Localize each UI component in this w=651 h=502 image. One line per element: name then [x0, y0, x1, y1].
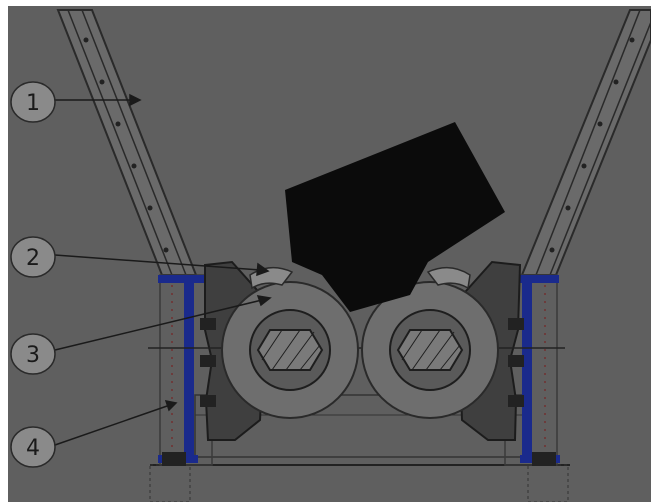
callout-2: 2: [10, 236, 56, 278]
hopper-plate-right: [520, 9, 651, 276]
callout-1-label: 1: [26, 91, 40, 116]
roller-right: [361, 266, 499, 419]
callout-4: 4: [10, 426, 56, 468]
callout-4-label: 4: [26, 436, 40, 461]
roller-left: [221, 266, 359, 419]
callout-2-label: 2: [26, 246, 40, 271]
frame-left: [0, 0, 8, 502]
frame-top: [0, 0, 651, 6]
feed-rock: [285, 122, 505, 312]
callout-3-label: 3: [26, 343, 40, 368]
callout-3: 3: [10, 333, 56, 375]
callout-1: 1: [10, 81, 56, 123]
leader-lines: [54, 93, 272, 446]
